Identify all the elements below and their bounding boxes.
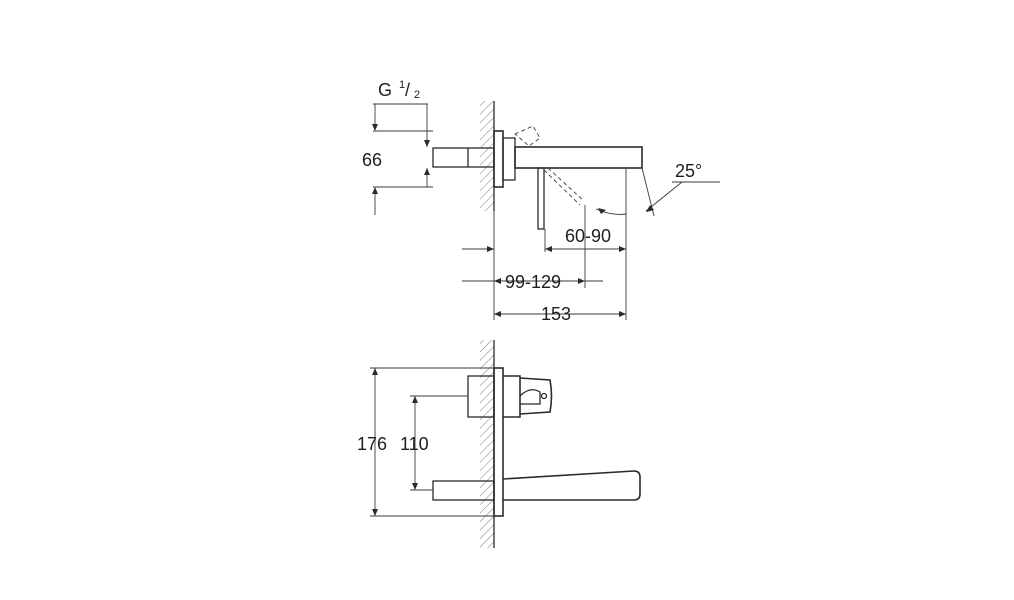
dim-99-129-label: 99-129 (505, 272, 561, 292)
thread-denominator: 2 (414, 89, 420, 101)
dim-153: 153 (494, 304, 626, 324)
dim-176: 176 (357, 367, 494, 517)
dim-110-label: 110 (400, 434, 429, 454)
dim-60-90: 60-90 (544, 226, 626, 252)
dim-110: 110 (400, 395, 468, 491)
side-view: G 1 / 2 66 (362, 79, 720, 324)
dim-176-label: 176 (357, 434, 387, 454)
dim-153-label: 153 (541, 304, 571, 324)
thread-numerator: 1 (399, 79, 405, 91)
dim-60-90-label: 60-90 (565, 226, 611, 246)
wall-section-front (480, 340, 495, 548)
dim-66-label: 66 (362, 150, 382, 170)
faucet-side-profile (432, 125, 643, 230)
faucet-front-profile (432, 367, 641, 517)
thread-slash: / (405, 80, 410, 100)
wall-section-side (480, 101, 495, 211)
dim-angle-label: 25° (675, 161, 702, 181)
thread-prefix: G (378, 80, 392, 100)
thread-size-label: G 1 / 2 (378, 79, 420, 101)
dim-66: 66 (362, 150, 433, 215)
front-view: 176 110 (357, 340, 641, 548)
dim-thread-arrows (372, 103, 433, 147)
dim-angle: 25° (595, 161, 720, 320)
dim-99-129: 99-129 (462, 205, 603, 320)
